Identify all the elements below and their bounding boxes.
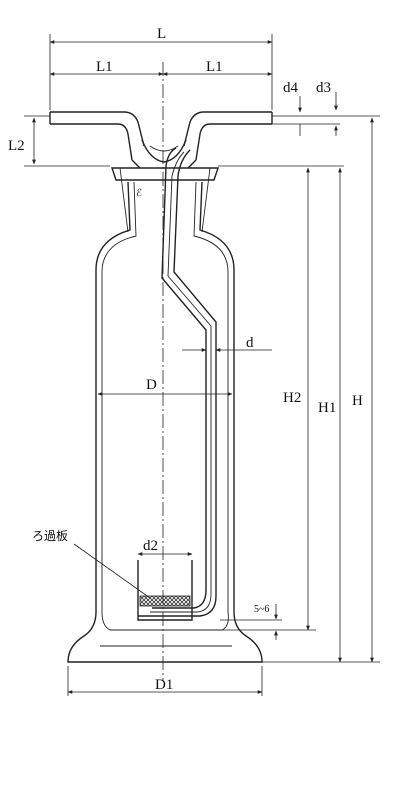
hook-mark: ℰ (136, 188, 142, 199)
label-d3: d3 (316, 80, 331, 96)
label-D: D (146, 377, 157, 393)
label-d4: d4 (283, 80, 299, 96)
label-H: H (352, 393, 363, 409)
label-H1: H1 (318, 400, 336, 416)
label-d: d (246, 335, 254, 351)
label-filter-plate: ろ過板 (32, 529, 68, 543)
label-H2: H2 (283, 390, 301, 406)
label-L2: L2 (8, 138, 25, 154)
filter-plate (137, 560, 193, 621)
label-d2: d2 (143, 538, 158, 554)
inner-gas-tube: ℰ (136, 147, 217, 617)
dimension-lines (24, 34, 380, 696)
label-L: L (157, 26, 166, 42)
stopper-head (49, 111, 273, 169)
label-gap: 5~6 (254, 604, 269, 615)
bottle-outline (67, 167, 263, 663)
label-D1: D1 (155, 677, 173, 693)
label-L1-left: L1 (96, 59, 113, 75)
dimension-labels: L L1 L1 L2 d4 d3 d D H2 H1 H d2 D1 5~6 ろ… (8, 26, 363, 693)
label-L1-right: L1 (206, 59, 223, 75)
